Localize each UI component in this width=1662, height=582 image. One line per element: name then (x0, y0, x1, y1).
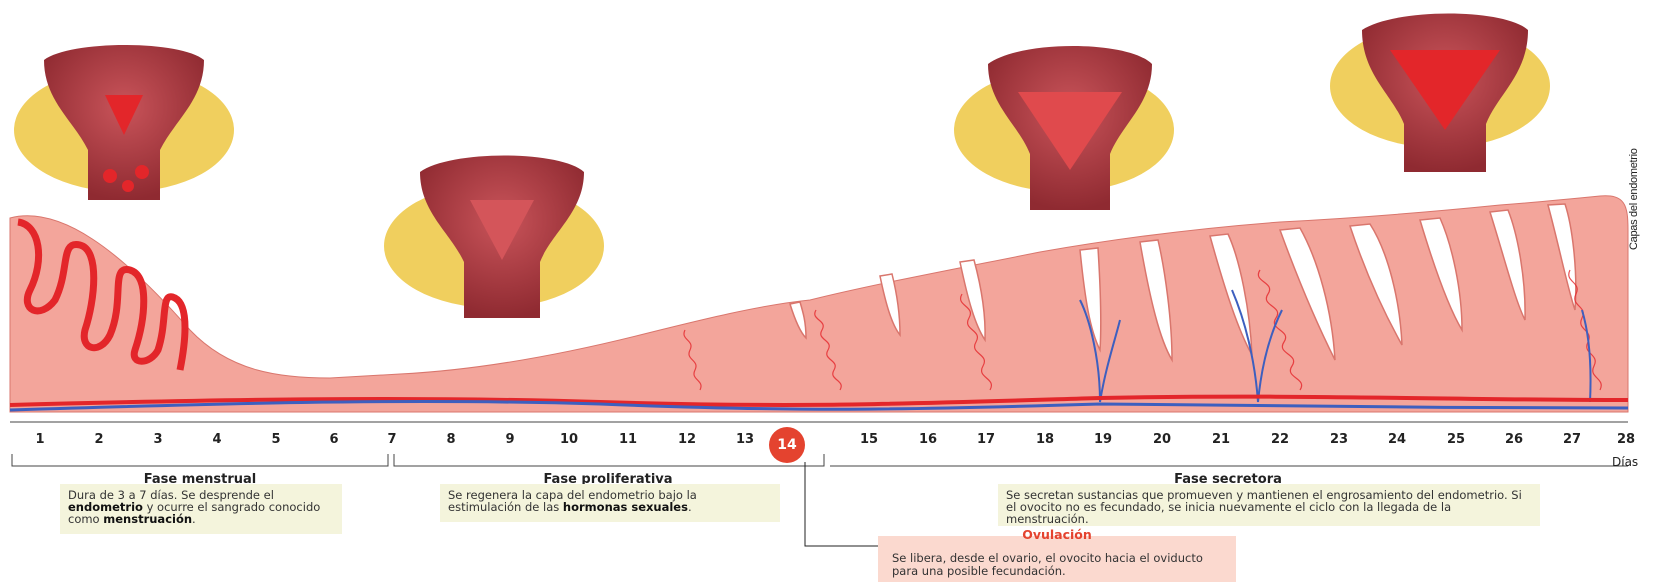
axis-unit-label: Días (1612, 455, 1638, 469)
phase-text-bold: hormonas sexuales (563, 500, 688, 514)
phase-text-bold: menstruación (103, 512, 192, 526)
phase-text: Se secretan sustancias que promueven y m… (1006, 488, 1522, 526)
day-label: 11 (613, 432, 643, 447)
day-label: 5 (261, 432, 291, 447)
day-label: 3 (143, 432, 173, 447)
ovulation-text: Se libera, desde el ovario, el ovocito h… (892, 552, 1222, 578)
phase-text: . (192, 512, 196, 526)
day-label: 26 (1499, 432, 1529, 447)
day-label: 6 (319, 432, 349, 447)
day-label: 28 (1611, 432, 1641, 447)
day-label: 8 (436, 432, 466, 447)
phase-box-proliferative: Se regenera la capa del endometrio bajo … (440, 484, 780, 522)
day-label: 15 (854, 432, 884, 447)
day-label: 10 (554, 432, 584, 447)
day-label: 24 (1382, 432, 1412, 447)
day-label: 4 (202, 432, 232, 447)
endometrium-layers-label: Capas del endometrio (1628, 148, 1640, 250)
day-label: 22 (1265, 432, 1295, 447)
day-label: 9 (495, 432, 525, 447)
phase-brackets (12, 454, 1628, 466)
ovulation-day-marker: 14 (769, 427, 805, 463)
day-label: 25 (1441, 432, 1471, 447)
bracket-proliferative (394, 454, 824, 466)
day-label: 2 (84, 432, 114, 447)
day-label: 20 (1147, 432, 1177, 447)
day-label: 17 (971, 432, 1001, 447)
bracket-menstrual (12, 454, 388, 466)
day-label: 12 (672, 432, 702, 447)
day-label: 21 (1206, 432, 1236, 447)
ovulation-box: Ovulación Se libera, desde el ovario, el… (878, 536, 1236, 582)
day-label: 1 (25, 432, 55, 447)
phase-box-secretory: Se secretan sustancias que promueven y m… (998, 484, 1540, 526)
ovulation-connector (805, 462, 878, 546)
day-label: 13 (730, 432, 760, 447)
phase-box-menstrual: Dura de 3 a 7 días. Se desprende el endo… (60, 484, 342, 534)
day-label: 23 (1324, 432, 1354, 447)
day-label: 16 (913, 432, 943, 447)
day-label: 27 (1557, 432, 1587, 447)
day-label: 18 (1030, 432, 1060, 447)
day-label: 7 (377, 432, 407, 447)
ovulation-title: Ovulación (878, 528, 1236, 541)
day-label: 19 (1088, 432, 1118, 447)
phase-text: . (688, 500, 692, 514)
uterus-secretory-late (1362, 14, 1528, 173)
